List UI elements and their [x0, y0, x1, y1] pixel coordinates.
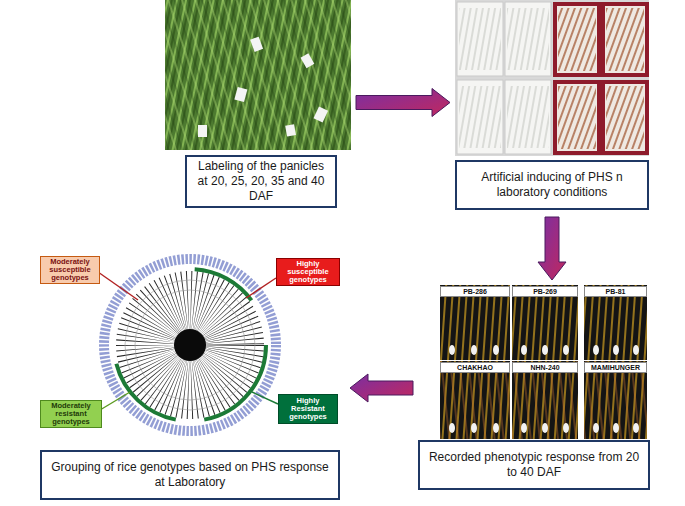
white-tray: [457, 2, 503, 76]
group-label: Moderately susceptible genotypes: [40, 256, 100, 284]
genotype-header: CHAKHAO: [440, 362, 510, 373]
panicle-tag: [301, 53, 315, 68]
tray-photo: [455, 0, 649, 156]
plant-panel: [512, 361, 578, 439]
plant-panel: [512, 361, 578, 439]
panicles: [558, 8, 596, 71]
flow-arrow: [350, 374, 413, 402]
plant-panel: [440, 361, 510, 439]
plant-panel: [584, 361, 647, 439]
flow-arrow: [356, 89, 450, 117]
genotype-header: PB-269: [512, 286, 578, 297]
dendrogram-center: [174, 329, 206, 361]
red-tray: [555, 82, 599, 153]
pointer-line: [100, 392, 130, 410]
panicle-tag: [198, 125, 207, 137]
white-tray: [505, 2, 551, 76]
ring: [125, 280, 255, 410]
phenotype-photo: [440, 285, 647, 439]
plant-panel: [512, 285, 578, 360]
panicles: [606, 86, 644, 149]
flow-arrow: [538, 217, 566, 280]
red-tray: [555, 4, 599, 75]
pointer-line: [252, 392, 278, 404]
process-panel: Labeling of the panicles at 20, 25, 20, …: [165, 0, 351, 205]
panicles: [606, 8, 644, 71]
panel-caption: Recorded phenotypic response from 20 to …: [418, 440, 650, 490]
plant-panel: [440, 361, 510, 439]
genotype-header: PB-81: [584, 286, 647, 297]
genotype-header: NHN-240: [512, 362, 578, 373]
plant-panel: [584, 285, 647, 360]
panicle-tag: [250, 37, 263, 52]
group-label: Moderately resistant genotypes: [40, 400, 102, 428]
plant-panel: [584, 361, 647, 439]
group-label: Highly Resistant genotypes: [278, 394, 338, 424]
panel-caption: Labeling of the panicles at 20, 25, 20, …: [185, 155, 337, 208]
panicles: [459, 86, 501, 148]
grass: [165, 0, 351, 150]
process-panel: Recorded phenotypic response from 20 to …: [418, 285, 650, 491]
panicles: [558, 86, 596, 149]
red-tray: [603, 4, 647, 75]
circular-dendrogram: [98, 259, 278, 431]
panicle-tag: [285, 124, 296, 136]
pointer-line: [246, 278, 276, 298]
ring: [135, 290, 245, 400]
grass: [165, 0, 351, 150]
genotype-header: MAMIHUNGER: [584, 362, 647, 373]
pointer-line: [98, 272, 138, 300]
white-tray: [457, 80, 503, 154]
process-panel: Artificial inducing of PHS n laboratory …: [455, 0, 649, 212]
panicles: [459, 8, 501, 70]
field-photo: [165, 0, 351, 150]
panicle-tag: [314, 106, 329, 122]
panicle-tag: [234, 87, 247, 102]
process-panel: Grouping of rice genotypes based on PHS …: [35, 250, 345, 502]
panicles: [507, 86, 549, 148]
seed-bags: [449, 345, 639, 433]
red-tray: [603, 82, 647, 153]
panel-caption: Artificial inducing of PHS n laboratory …: [455, 160, 649, 210]
dendrogram-branches: [148, 303, 232, 387]
tray-background: [455, 0, 649, 156]
plant-panel: [440, 285, 510, 360]
white-tray: [505, 80, 551, 154]
group-label: Highly susceptible genotypes: [276, 258, 340, 286]
genotype-header: PB-286: [440, 286, 510, 297]
panicles: [507, 8, 549, 70]
cluster-arc: [114, 269, 266, 421]
panel-caption: Grouping of rice genotypes based on PHS …: [40, 450, 340, 500]
genotype-names: [104, 259, 276, 431]
